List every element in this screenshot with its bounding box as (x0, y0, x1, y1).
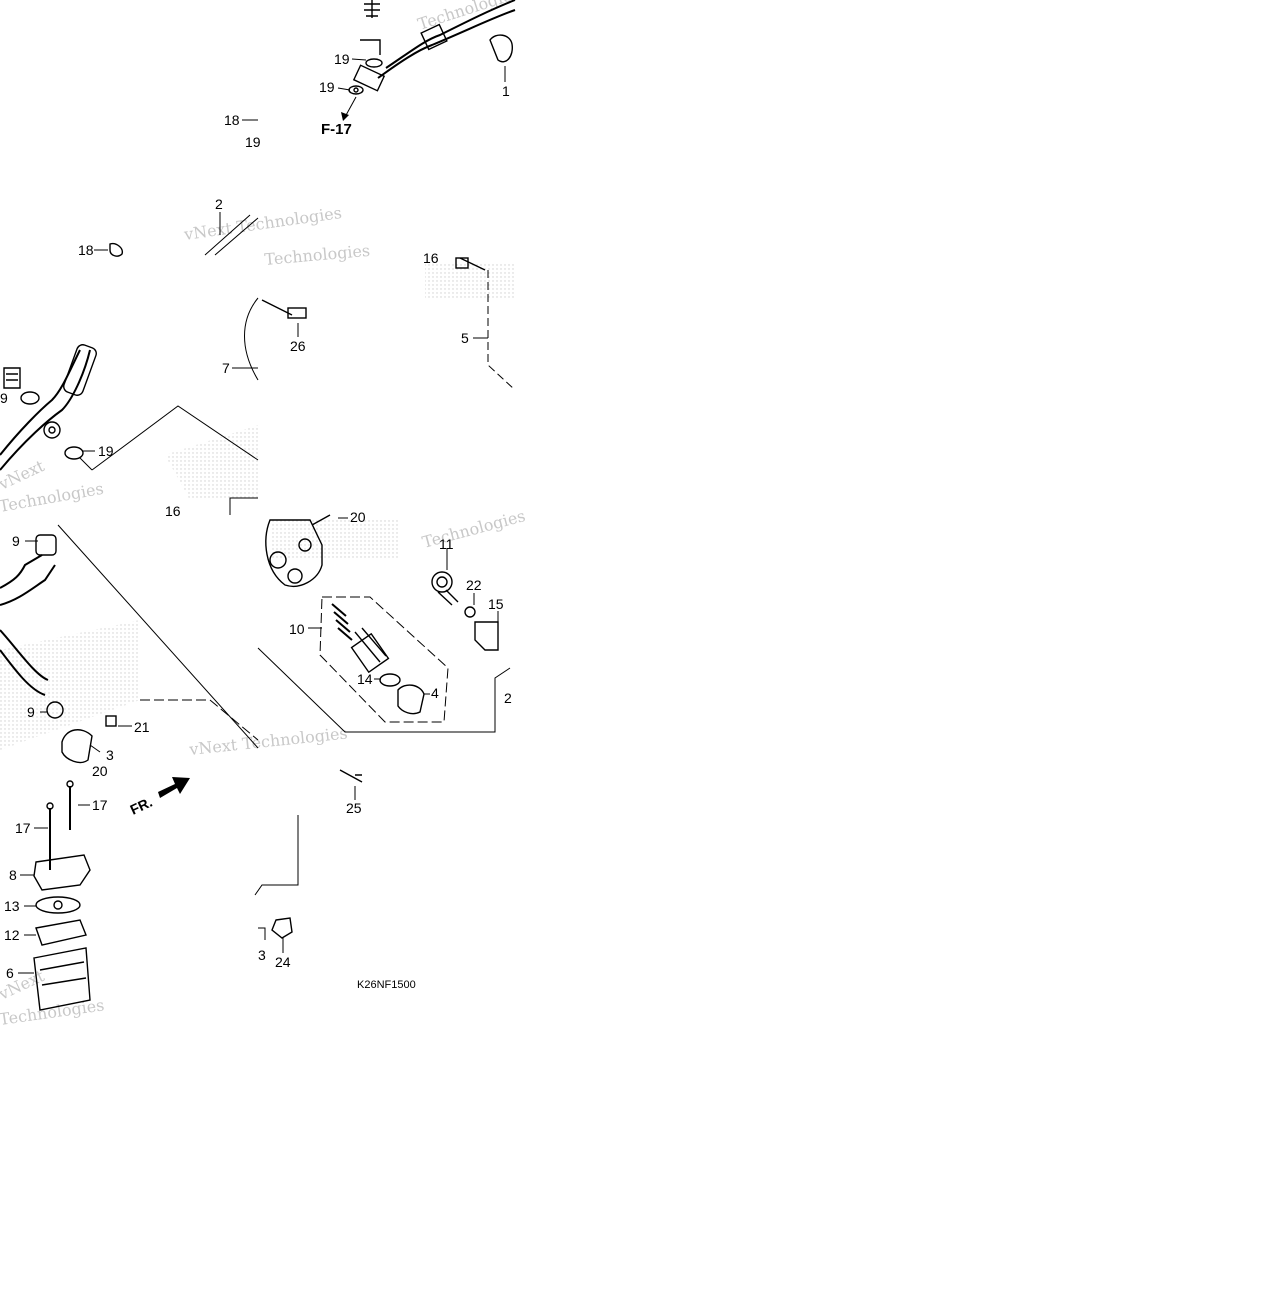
callout-label: 2 (504, 690, 512, 706)
callout-label: 3 (258, 947, 266, 963)
reservoir-stack (33, 769, 363, 1011)
callouts: 19 19 1 18 19 2 18 16 26 5 7 9 19 16 9 2… (0, 51, 512, 981)
callout-label: 22 (466, 577, 482, 593)
callout-label: 8 (9, 867, 17, 883)
front-direction-arrow: FR. (128, 777, 190, 818)
watermark: vNext Technologies (182, 203, 343, 244)
callout-label: 18 (224, 112, 240, 128)
ref-page-label: F-17 (321, 121, 352, 138)
callout-label: 19 (98, 443, 114, 459)
callout-label: 1 (502, 83, 510, 99)
watermark: Technologies (420, 506, 527, 552)
reference-arrow: F-17 (321, 96, 357, 138)
callout-label: 19 (245, 134, 261, 150)
callout-label: 11 (439, 536, 454, 552)
callout-label: 12 (4, 927, 20, 943)
callout-label: 20 (92, 763, 108, 779)
callout-label: 16 (423, 250, 439, 266)
front-label: FR. (128, 794, 155, 818)
watermark: Technologies (264, 241, 371, 269)
callout-label: 10 (289, 621, 305, 637)
callout-label: 19 (334, 51, 350, 67)
callout-label: 20 (350, 509, 366, 525)
shaded-regions (0, 262, 515, 750)
upper-hose-assembly (348, 0, 516, 95)
callout-label: 17 (15, 820, 31, 836)
lower-hose-assembly (0, 524, 259, 764)
callout-label: 13 (4, 898, 20, 914)
callout-label: 18 (78, 242, 94, 258)
callout-label: 2 (215, 196, 223, 212)
callout-label: 6 (6, 965, 14, 981)
callout-label: 9 (12, 533, 20, 549)
callout-label: 9 (0, 390, 8, 406)
callout-label: 14 (357, 671, 373, 687)
middle-hose-assembly (0, 214, 516, 515)
callout-label: 16 (165, 503, 181, 519)
watermarks: Technologies vNext Technologies vNext Te… (0, 0, 527, 1029)
callout-label: 4 (431, 685, 439, 701)
leader-lines (18, 58, 506, 974)
callout-label: 3 (106, 747, 114, 763)
callout-label: 7 (222, 360, 230, 376)
callout-label: 19 (319, 79, 335, 95)
callout-label: 21 (134, 719, 150, 735)
callout-label: 26 (290, 338, 306, 354)
callout-label: 15 (488, 596, 504, 612)
diagram-code: K26NF1500 (357, 979, 416, 991)
callout-label: 24 (275, 954, 291, 970)
callout-label: 17 (92, 797, 108, 813)
watermark: vNext Technologies (187, 723, 348, 759)
callout-label: 5 (461, 330, 469, 346)
master-cylinder-parts (257, 514, 511, 733)
callout-label: 9 (27, 704, 35, 720)
callout-label: 25 (346, 800, 362, 816)
